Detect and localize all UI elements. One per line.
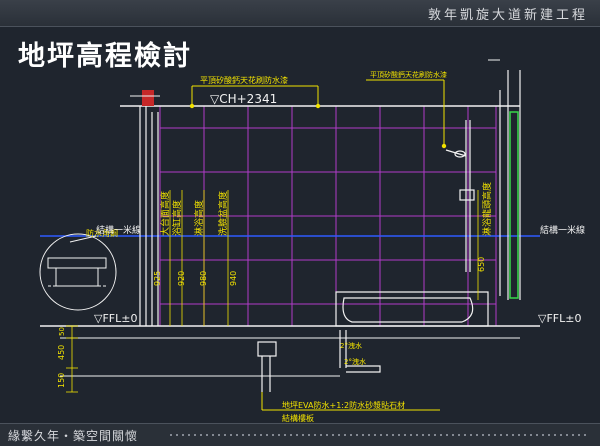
wall-section-red xyxy=(142,90,154,106)
dim-left-150: 150 xyxy=(57,373,66,388)
v-label-right: 淋浴龍頭高度 xyxy=(481,182,493,236)
dim-under-3: 980 xyxy=(199,271,208,286)
shower-riser xyxy=(445,120,475,272)
right-wall xyxy=(499,70,521,300)
ceiling-note-left: 平頂矽酸鈣天花刷防水漆 xyxy=(200,75,288,85)
detail-callout-circle xyxy=(39,233,117,311)
floor-finish-note: 地坪EVA防水+1:2防水砂漿貼石材 xyxy=(282,400,405,410)
dim-left-50: 50 xyxy=(58,327,66,336)
struct-line-right: 結構一米線 xyxy=(540,224,585,236)
shower-glass-panel xyxy=(509,111,519,299)
slab-note: 結構樓板 xyxy=(282,413,314,423)
left-dim-chain xyxy=(66,325,78,393)
v-label-2: 浴缸高度 xyxy=(171,200,183,236)
waterproof-corner-label: 防水角鋼 xyxy=(86,228,118,238)
annotation-leaders xyxy=(191,79,445,411)
footer-bar: 緣繫久年・築空間關懷 xyxy=(0,423,600,446)
dim-left-450: 450 xyxy=(57,345,66,360)
ffl-left: ▽FFL±0 xyxy=(94,312,137,325)
dim-under-1: 925 xyxy=(153,271,162,286)
struct-line-left: 結構一米線 xyxy=(96,224,141,236)
dim-right: 650 xyxy=(477,257,486,272)
drain-pipe xyxy=(257,330,381,392)
footer-divider xyxy=(168,434,588,436)
slope-note-1: 2°洩水 xyxy=(340,341,362,350)
dim-under-2: 920 xyxy=(177,271,186,286)
project-name: 敦年凱旋大道新建工程 xyxy=(427,8,588,23)
left-wall xyxy=(139,106,159,326)
v-label-1: 大台面高度 xyxy=(159,191,171,236)
ceiling-level: ▽CH+2341 xyxy=(210,92,277,106)
bathtub xyxy=(335,291,489,327)
ffl-right: ▽FFL±0 xyxy=(538,312,581,325)
header-bar: 敦年凱旋大道新建工程 xyxy=(0,0,600,27)
dim-under-4: 940 xyxy=(229,271,238,286)
v-label-3: 淋浴高度 xyxy=(193,200,205,236)
ceiling-note-right: 平頂矽酸鈣天花刷防水漆 xyxy=(370,70,447,79)
height-dim-lines xyxy=(169,190,479,326)
footer-slogan: 緣繫久年・築空間關懷 xyxy=(8,429,139,443)
slope-note-2: 2°洩水 xyxy=(344,357,366,366)
page-title: 地坪高程檢討 xyxy=(18,41,192,72)
tile-grid xyxy=(159,105,497,327)
v-label-4: 洗臉盆高度 xyxy=(217,191,229,236)
